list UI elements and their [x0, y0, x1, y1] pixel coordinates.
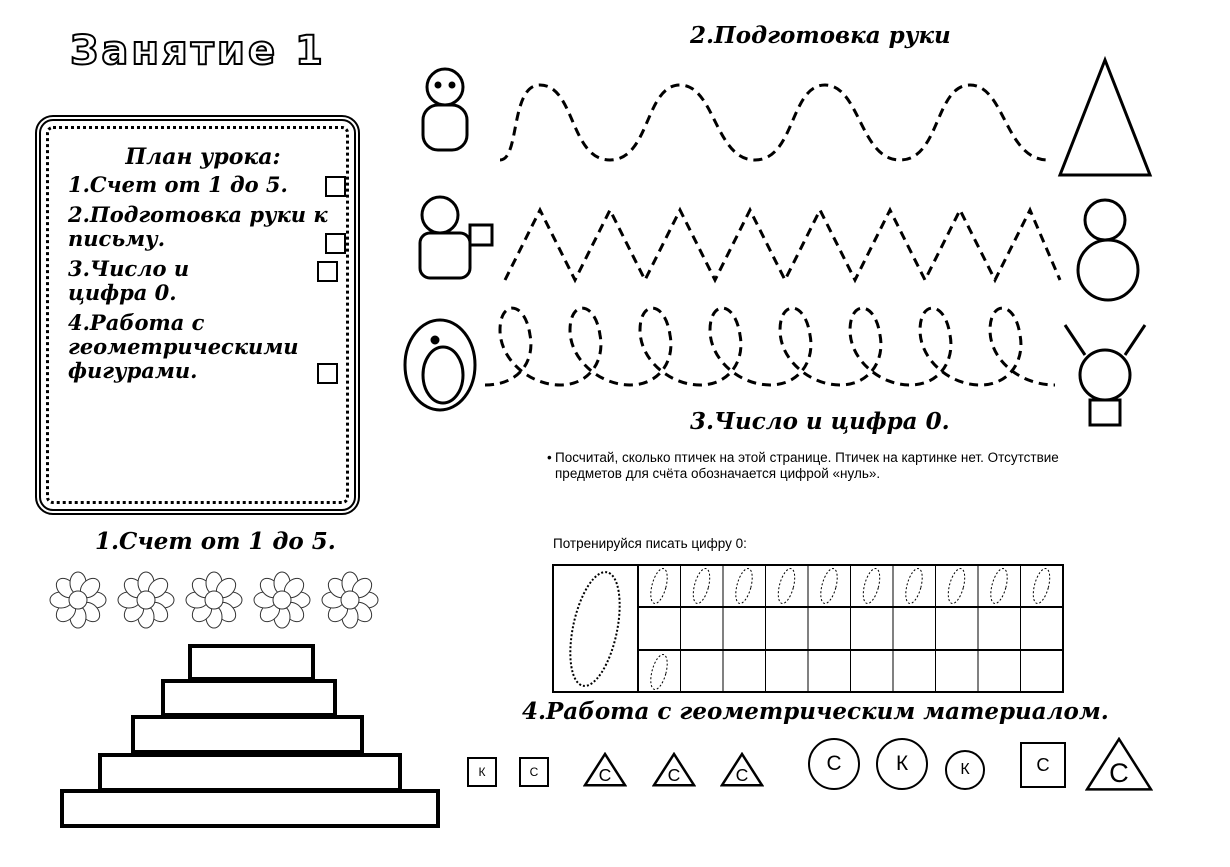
- circle-shape: С: [808, 738, 860, 790]
- flowers-row: [49, 571, 379, 629]
- snowman-icon: [1076, 198, 1140, 302]
- plan-frame: [35, 115, 360, 515]
- shape-letter: С: [598, 764, 612, 785]
- plan-item: 2.Подготовка руки к письму.: [68, 202, 346, 254]
- section-geometry-title: 4.Работа с геометрическим материалом.: [522, 698, 1109, 725]
- plan-heading: План урока:: [125, 144, 281, 170]
- section-counting-title: 1.Счет от 1 до 5.: [95, 528, 336, 555]
- reindeer-icon: [1063, 324, 1147, 427]
- christmas-tree-icon: [1057, 55, 1153, 177]
- practice-instruction: Потренируйся писать цифру 0:: [553, 536, 747, 551]
- triangle-shape: С: [720, 752, 764, 787]
- plan-item-label: 2.Подготовка руки к письму.: [68, 202, 328, 251]
- triangle-shape: С: [652, 752, 696, 787]
- shape-letter: С: [667, 764, 681, 785]
- square-shape: С: [1020, 742, 1066, 788]
- pyramid-step: [131, 715, 364, 754]
- shape-letter: К: [895, 752, 909, 775]
- penguin-icon: [403, 318, 477, 412]
- flower-icon: [49, 571, 107, 629]
- santa-icon: [418, 195, 494, 280]
- flower-icon: [117, 571, 175, 629]
- shape-letter: С: [529, 765, 539, 779]
- pyramid-step: [98, 753, 402, 792]
- section-zero-title: 3.Число и цифра 0.: [690, 408, 950, 435]
- triangle-shape: С: [583, 752, 627, 787]
- square-shape: С: [519, 757, 549, 787]
- tracing-loops: [484, 306, 1056, 387]
- lesson-plan: План урока: 1.Счет от 1 до 5. 2.Подготов…: [68, 144, 346, 389]
- flower-icon: [185, 571, 243, 629]
- characters-left: [403, 67, 494, 412]
- square-shape: К: [467, 757, 497, 787]
- checkbox[interactable]: [317, 261, 338, 282]
- zero-task-paragraph: Посчитай, сколько птичек на этой страниц…: [547, 450, 1075, 482]
- triangle-shape: С: [1085, 737, 1153, 791]
- plan-item: 4.Работа с геометрическими фигурами.: [68, 310, 338, 384]
- plan-item-label: 3.Число и цифра 0.: [68, 256, 190, 305]
- lesson-title: Занятие 1: [69, 27, 326, 75]
- plan-item-label: 4.Работа с геометрическими фигурами.: [68, 310, 299, 383]
- shape-letter: К: [960, 761, 970, 778]
- zero-sample: [569, 571, 621, 687]
- circle-shape: К: [876, 738, 928, 790]
- flower-icon: [253, 571, 311, 629]
- plan-item-label: 1.Счет от 1 до 5.: [68, 172, 288, 197]
- plan-item: 1.Счет от 1 до 5.: [68, 172, 346, 197]
- tracing-lines: [484, 83, 1062, 387]
- plan-item: 3.Число и цифра 0.: [68, 256, 338, 305]
- pyramid-step: [161, 679, 337, 717]
- tracing-zigzag: [503, 206, 1062, 284]
- writing-grid: [552, 564, 1064, 693]
- shape-letter: С: [1036, 754, 1050, 775]
- shape-letter: С: [826, 752, 842, 775]
- stepped-pyramid: [60, 644, 440, 828]
- shape-letter: К: [478, 765, 486, 779]
- circle-shape: К: [945, 750, 985, 790]
- tracing-wave: [499, 83, 1049, 162]
- checkbox[interactable]: [325, 176, 346, 197]
- checkbox[interactable]: [317, 363, 338, 384]
- pyramid-step: [188, 644, 315, 681]
- characters-right: [1057, 55, 1153, 427]
- shape-letter: С: [735, 764, 749, 785]
- section-hand-title: 2.Подготовка руки: [690, 22, 951, 49]
- gingerbread-icon: [421, 67, 469, 152]
- pyramid-step: [60, 789, 440, 828]
- checkbox[interactable]: [325, 233, 346, 254]
- shape-letter: С: [1109, 756, 1129, 788]
- flower-icon: [321, 571, 379, 629]
